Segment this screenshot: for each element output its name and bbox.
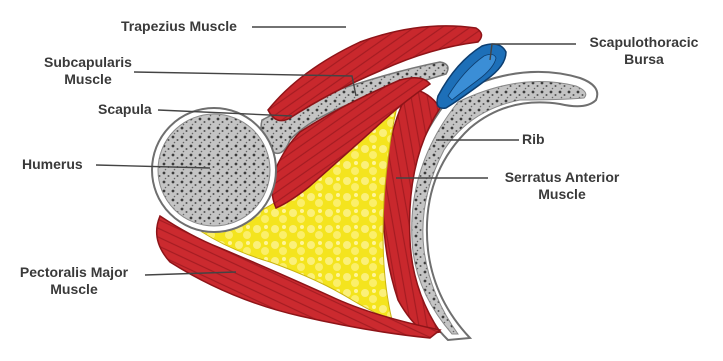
label-subscapularis-muscle: Subcapularis Muscle — [40, 54, 136, 88]
label-rib: Rib — [522, 131, 545, 148]
label-serratus-anterior-muscle: Serratus Anterior Muscle — [488, 169, 636, 203]
label-trapezius-muscle: Trapezius Muscle — [121, 18, 237, 35]
label-pectoralis-line1: Pectoralis Major — [4, 264, 144, 281]
label-humerus-text: Humerus — [22, 156, 83, 173]
label-bursa-line2: Bursa — [578, 51, 710, 68]
label-scapula: Scapula — [98, 101, 152, 118]
label-serratus-line1: Serratus Anterior — [488, 169, 636, 186]
label-serratus-line2: Muscle — [488, 186, 636, 203]
label-pectoralis-major-muscle: Pectoralis Major Muscle — [4, 264, 144, 298]
label-subscapularis-line2: Muscle — [40, 71, 136, 88]
label-scapulothoracic-bursa: Scapulothoracic Bursa — [578, 34, 710, 68]
label-pectoralis-line2: Muscle — [4, 281, 144, 298]
humerus-shape — [152, 108, 276, 232]
label-scapula-text: Scapula — [98, 101, 152, 118]
label-rib-text: Rib — [522, 131, 545, 148]
label-subscapularis-line1: Subcapularis — [40, 54, 136, 71]
label-humerus: Humerus — [22, 156, 83, 173]
label-trapezius-text: Trapezius Muscle — [121, 18, 237, 35]
label-bursa-line1: Scapulothoracic — [578, 34, 710, 51]
